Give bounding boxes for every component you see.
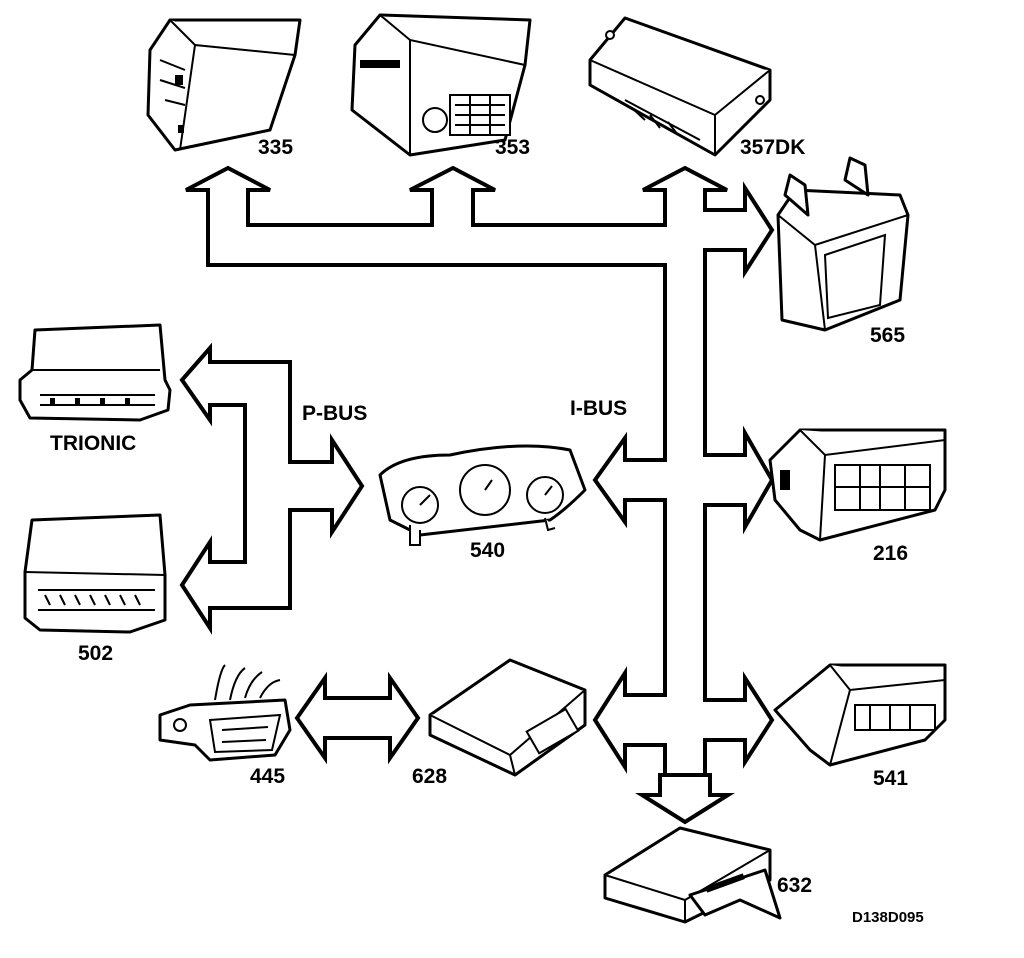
label-216: 216 xyxy=(873,542,908,565)
label-502: 502 xyxy=(78,642,113,665)
label-trionic: TRIONIC xyxy=(50,432,136,455)
label-540: 540 xyxy=(470,539,505,562)
module-565-device xyxy=(776,156,910,332)
label-541: 541 xyxy=(873,767,908,790)
i-bus-arrows xyxy=(185,165,775,825)
label-628: 628 xyxy=(412,765,447,788)
module-trionic-device xyxy=(18,323,172,422)
i-bus-outer-loop-arrow xyxy=(185,165,775,782)
i-bus-down-arrow xyxy=(635,773,735,825)
module-216-device xyxy=(768,428,947,542)
label-335: 335 xyxy=(258,136,293,159)
diag-link-arrow-group xyxy=(294,671,421,765)
label-565: 565 xyxy=(870,324,905,347)
module-632-device xyxy=(603,826,782,924)
p-bus-arrows xyxy=(179,342,365,635)
label-p-bus: P-BUS xyxy=(302,402,367,425)
module-628-device xyxy=(428,658,587,777)
module-357dk-device xyxy=(588,16,772,157)
label-353: 353 xyxy=(495,136,530,159)
label-i-bus: I-BUS xyxy=(570,397,627,420)
label-357dk: 357DK xyxy=(740,136,805,159)
module-353-device xyxy=(350,13,532,157)
figure-code: D138D095 xyxy=(852,909,924,926)
module-540-device xyxy=(378,444,587,546)
module-502-device xyxy=(23,513,167,634)
label-445: 445 xyxy=(250,765,285,788)
p-bus-arrow xyxy=(179,342,365,635)
module-335-device xyxy=(146,18,302,152)
label-632: 632 xyxy=(777,874,812,897)
diag-link-arrow xyxy=(294,671,421,765)
module-541-device xyxy=(773,663,947,767)
module-445-device xyxy=(158,664,292,762)
